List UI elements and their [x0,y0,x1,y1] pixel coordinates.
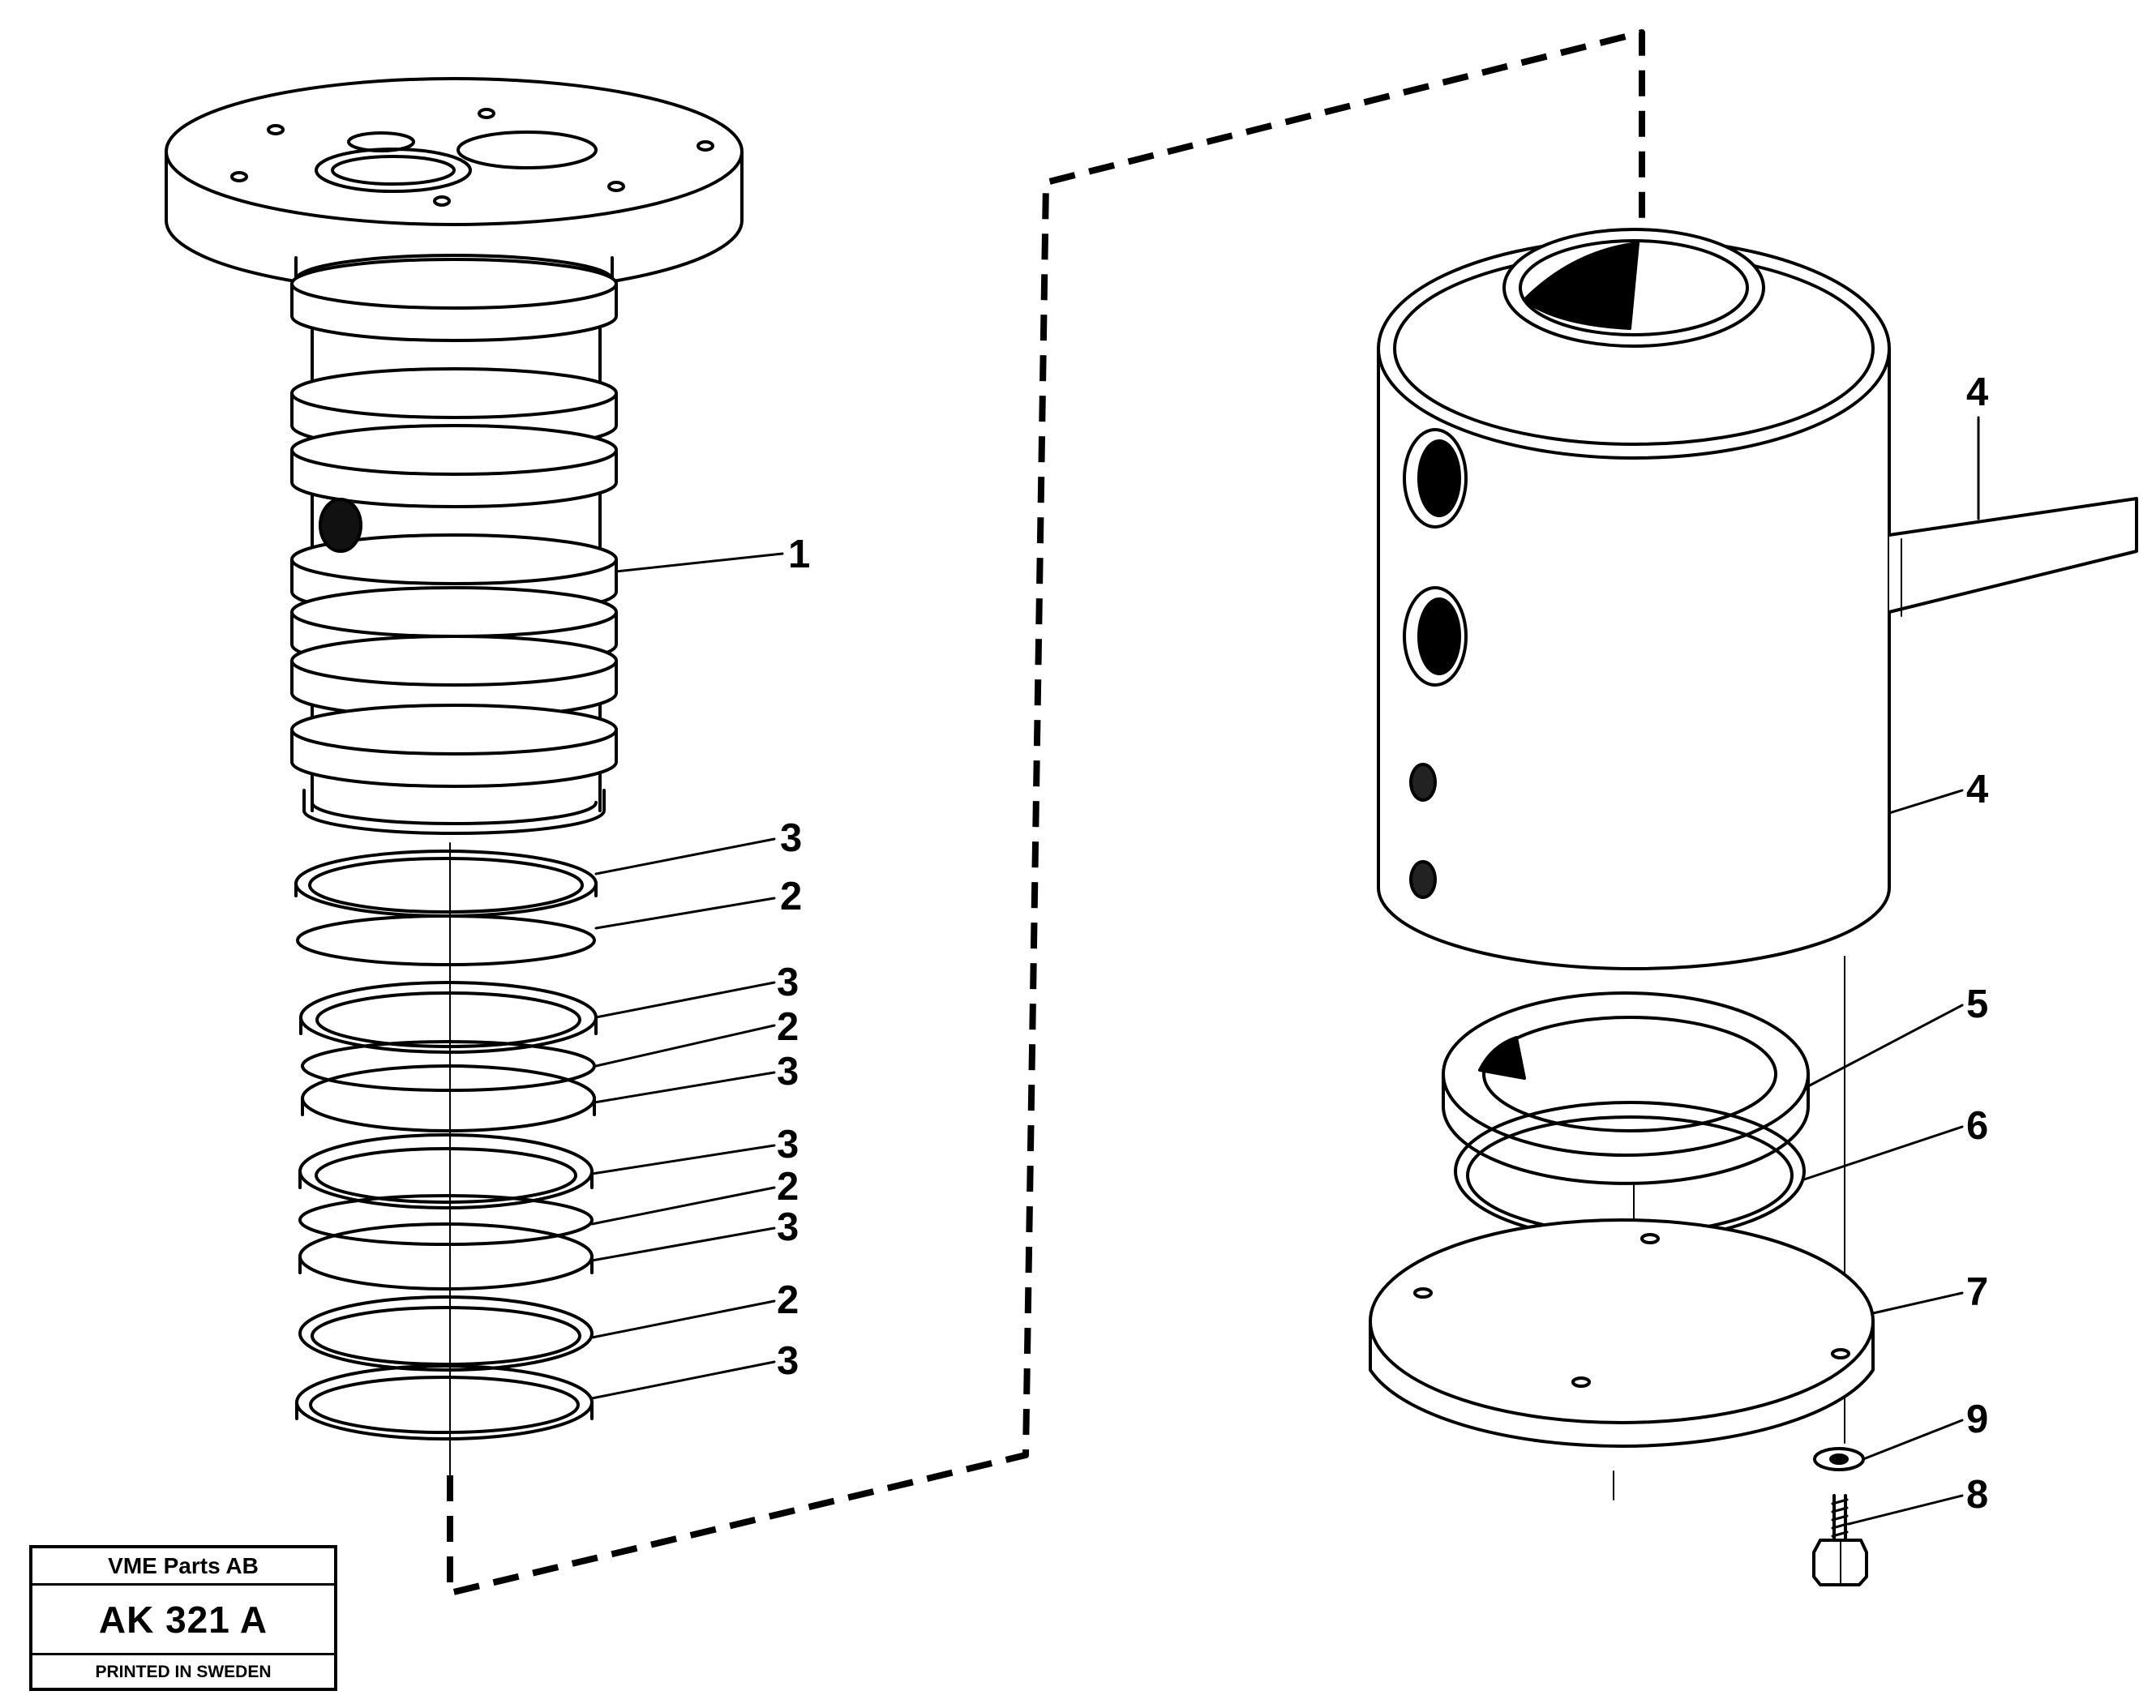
callout-5: 5 [1966,982,1988,1026]
callout-2: 2 [777,1005,799,1049]
callout-3: 3 [780,816,802,860]
print-footer: PRINTED IN SWEDEN [95,1663,272,1681]
callout-2: 2 [777,1278,799,1322]
drawing-number: AK 321 A [32,1586,334,1655]
seal-ring-stack [294,842,598,1484]
callout-3: 3 [777,961,799,1004]
callout-1: 1 [788,533,810,576]
callout-4: 4 [1966,370,1988,414]
callout-4: 4 [1966,768,1988,811]
title-block: VME Parts AB AK 321 A PRINTED IN SWEDEN [29,1545,337,1691]
callout-3: 3 [777,1205,799,1249]
assembly-path-line [447,29,1645,1596]
rotor-shaft-part [165,77,744,835]
bolt-part [1812,1494,1868,1586]
callout-2: 2 [777,1165,799,1209]
swivel-housing-part [1377,228,2138,1444]
callout-9: 9 [1966,1398,1988,1441]
callout-3: 3 [777,1050,799,1094]
callout-6: 6 [1966,1104,1988,1148]
end-cover-plate [1369,1218,1875,1500]
company-name: VME Parts AB [32,1548,334,1586]
callout-2: 2 [780,875,802,918]
callout-3: 3 [777,1339,799,1383]
washer-part [1813,1447,1865,1471]
thrust-ring-part [1442,991,1810,1185]
callout-8: 8 [1966,1473,1988,1517]
callout-7: 7 [1966,1270,1988,1314]
callout-3: 3 [777,1123,799,1166]
leader-lines [590,416,1980,1526]
